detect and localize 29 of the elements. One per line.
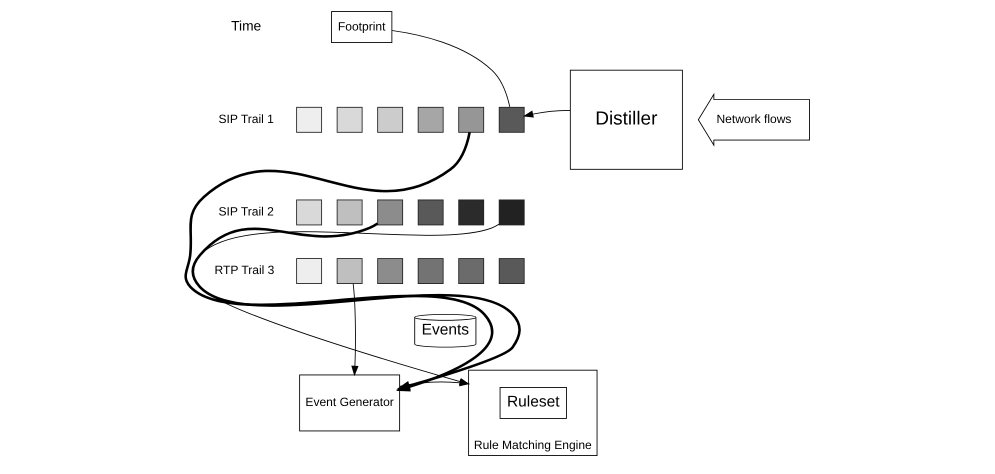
node-box: [458, 106, 484, 133]
node-box: [418, 200, 444, 226]
arrow: [351, 283, 359, 376]
node-box: [296, 200, 322, 226]
connector: [392, 30, 510, 108]
node-box: [336, 106, 363, 133]
node-box: Footprint: [331, 11, 392, 44]
node-box: [418, 258, 444, 284]
node-box: [498, 200, 525, 226]
node-box: Ruleset: [500, 387, 567, 419]
node-box: Distiller: [570, 70, 683, 170]
arrow: [522, 110, 571, 118]
label: SIP Trail 2: [218, 204, 274, 219]
node-box: [498, 258, 525, 284]
node-box: [458, 200, 484, 226]
label: RTP Trail 3: [214, 263, 274, 278]
node-box: [296, 258, 322, 284]
node-box: [377, 200, 404, 226]
node-box: [377, 106, 404, 133]
node-box: [458, 258, 484, 284]
node-box: [336, 258, 363, 284]
label: SIP Trail 1: [218, 112, 274, 126]
node-box: [498, 106, 525, 133]
node-box: [377, 258, 404, 284]
node-box: [418, 106, 444, 133]
label: Time: [231, 18, 262, 34]
node-box: [336, 200, 363, 226]
node-box: Event Generator: [299, 374, 400, 432]
node-box: [296, 106, 322, 133]
